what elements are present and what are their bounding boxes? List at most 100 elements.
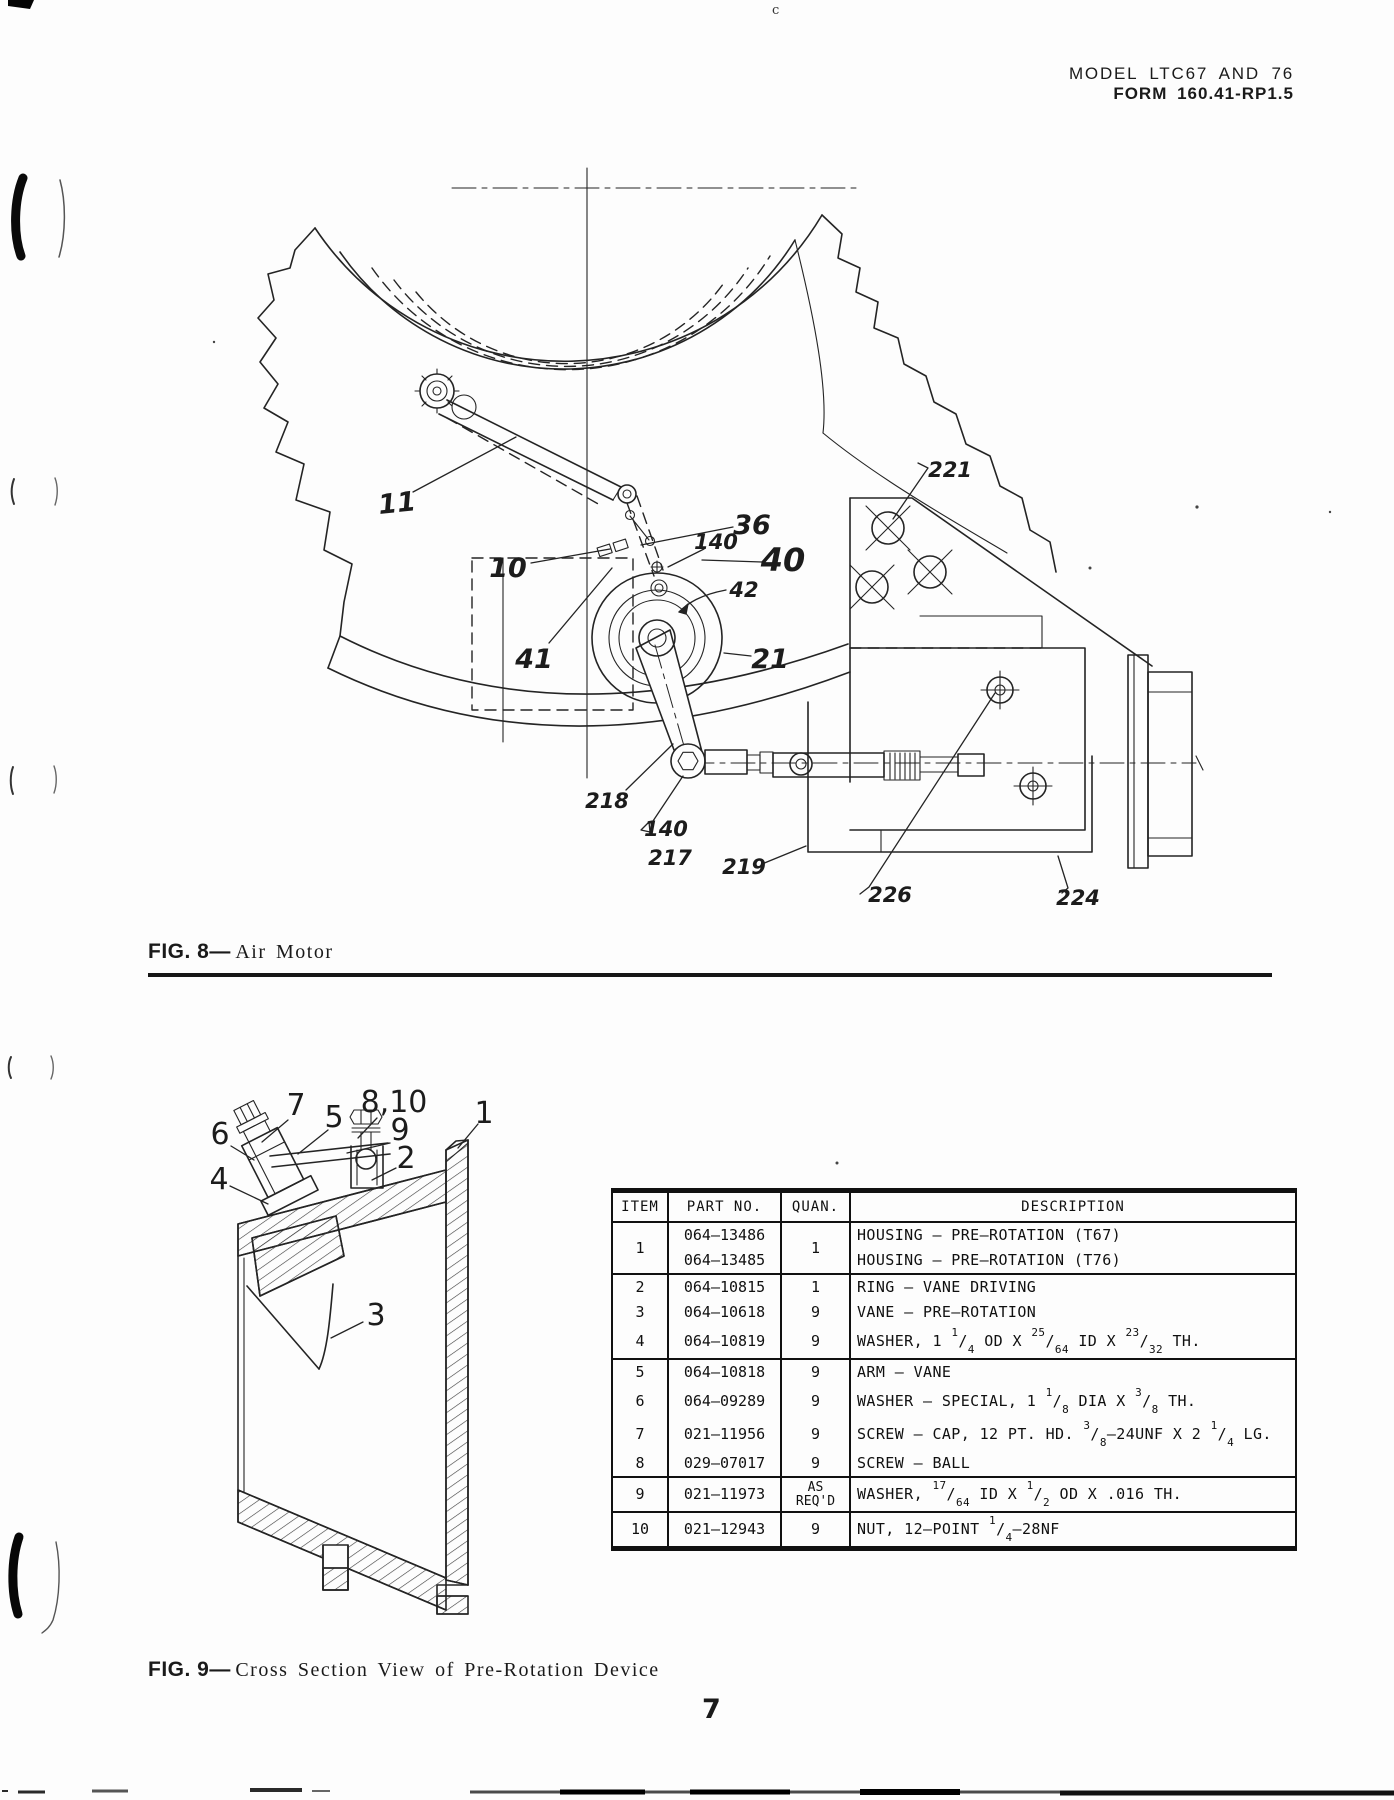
crosshair-fasteners xyxy=(980,670,1053,806)
callout-1: 1 xyxy=(474,1096,493,1131)
callout-10: 10 xyxy=(489,553,527,584)
callout-41: 41 xyxy=(514,644,553,675)
table-cell: 9 xyxy=(780,1451,851,1477)
table-cell: ARM – VANE xyxy=(849,1358,1297,1385)
callout-140a: 140 xyxy=(694,530,738,554)
table-cell: 9 xyxy=(780,1418,851,1451)
specks xyxy=(212,340,1332,1165)
table-cell: 021–11956 xyxy=(667,1418,782,1451)
lever-assembly xyxy=(414,368,664,577)
table-cell: 029–07017 xyxy=(667,1451,782,1477)
callout-42: 42 xyxy=(728,578,758,602)
table-cell: 1 xyxy=(611,1221,669,1274)
table-cell: 9 xyxy=(780,1511,851,1551)
table-cell: WASHER, 17/64 ID X 1/2 OD X .016 TH. xyxy=(849,1476,1297,1512)
callout-219: 219 xyxy=(722,855,766,879)
callout-11: 11 xyxy=(377,486,418,521)
col-header-description: DESCRIPTION xyxy=(849,1188,1297,1223)
table-cell: 9 xyxy=(780,1325,851,1359)
callout-221: 221 xyxy=(928,458,972,482)
fig9-cross-section-drawing: 7 5 8,10 9 6 2 4 1 3 xyxy=(209,1085,494,1615)
table-cell: 064–13486 xyxy=(667,1221,782,1248)
callout-6: 6 xyxy=(210,1117,229,1152)
table-cell: RING – VANE DRIVING xyxy=(849,1273,1297,1300)
callout-9: 9 xyxy=(390,1113,409,1148)
fig9-callouts: 7 5 8,10 9 6 2 4 1 3 xyxy=(209,1085,493,1333)
binder-mark xyxy=(9,765,57,795)
table-cell: HOUSING – PRE–ROTATION (T67) xyxy=(849,1221,1297,1248)
callout-140b: 140 xyxy=(644,817,688,841)
table-cell: 9 xyxy=(611,1476,669,1512)
table-cell: 9 xyxy=(780,1385,851,1418)
table-cell: 021–11973 xyxy=(667,1476,782,1512)
table-cell: HOUSING – PRE–ROTATION (T76) xyxy=(849,1248,1297,1274)
callout-224: 224 xyxy=(1056,886,1100,910)
table-cell: AS REQ'D xyxy=(780,1476,851,1512)
callout-5: 5 xyxy=(324,1100,343,1135)
housing-outline xyxy=(257,167,1204,779)
fig8-leader-lines xyxy=(412,436,1069,895)
table-cell: 021–12943 xyxy=(667,1511,782,1551)
table-cell: WASHER, 1 1/4 OD X 25/64 ID X 23/32 TH. xyxy=(849,1325,1297,1359)
callout-8-10: 8,10 xyxy=(361,1085,428,1120)
table-cell: WASHER – SPECIAL, 1 1/8 DIA X 3/8 TH. xyxy=(849,1385,1297,1418)
callout-40: 40 xyxy=(760,541,806,579)
table-cell: 6 xyxy=(611,1385,669,1418)
fig8-caption-text: Air Motor xyxy=(235,941,334,963)
table-header-row: ITEM PART NO. QUAN. DESCRIPTION xyxy=(611,1188,1297,1223)
callout-36: 36 xyxy=(733,510,771,541)
callout-218: 218 xyxy=(585,789,629,813)
table-cell: VANE – PRE–ROTATION xyxy=(849,1300,1297,1325)
small-fasteners xyxy=(596,538,664,574)
callout-4: 4 xyxy=(209,1162,228,1197)
callout-217: 217 xyxy=(648,846,692,870)
callout-21: 21 xyxy=(751,644,789,675)
binder-mark xyxy=(8,1532,60,1634)
mounting-bracket xyxy=(807,497,1153,853)
callout-226: 226 xyxy=(868,883,912,907)
table-cell: 064–10618 xyxy=(667,1300,782,1325)
fig9-caption-label: FIG. 9— xyxy=(148,1658,231,1681)
housing-section xyxy=(237,1139,469,1615)
col-header-part-no: PART NO. xyxy=(667,1188,782,1223)
table-cell: 3 xyxy=(611,1300,669,1325)
linkage-rod xyxy=(670,743,985,781)
table-cell: SCREW – CAP, 12 PT. HD. 3/8–24UNF X 2 1/… xyxy=(849,1418,1297,1451)
page-number: 7 xyxy=(702,1694,721,1725)
binder-mark xyxy=(11,173,66,261)
table-cell: 4 xyxy=(611,1325,669,1359)
callout-2: 2 xyxy=(396,1141,415,1176)
fig8-callouts: 11 36 140 10 40 42 41 21 218 140 217 219… xyxy=(377,458,1100,910)
table-cell: 064–09289 xyxy=(667,1385,782,1418)
table-cell: 9 xyxy=(780,1358,851,1385)
binder-mark xyxy=(7,1055,54,1080)
fig9-caption-text: Cross Section View of Pre-Rotation Devic… xyxy=(235,1659,660,1681)
table-cell: 1 xyxy=(780,1273,851,1300)
table-cell: 7 xyxy=(611,1418,669,1451)
table-cell: 8 xyxy=(611,1451,669,1477)
table-cell: 064–10818 xyxy=(667,1358,782,1385)
table-cell: 1 xyxy=(780,1221,851,1274)
fig8-caption-label: FIG. 8— xyxy=(148,940,231,963)
col-header-quan: QUAN. xyxy=(780,1188,851,1223)
top-center-mark: c xyxy=(772,3,779,18)
table-cell: 10 xyxy=(611,1511,669,1551)
fig9-caption: FIG. 9— Cross Section View of Pre-Rotati… xyxy=(148,1658,660,1682)
table-cell: 9 xyxy=(780,1300,851,1325)
table-cell: 2 xyxy=(611,1273,669,1300)
arm-and-ball-screw xyxy=(269,1109,391,1189)
bolt-holes xyxy=(849,505,953,610)
